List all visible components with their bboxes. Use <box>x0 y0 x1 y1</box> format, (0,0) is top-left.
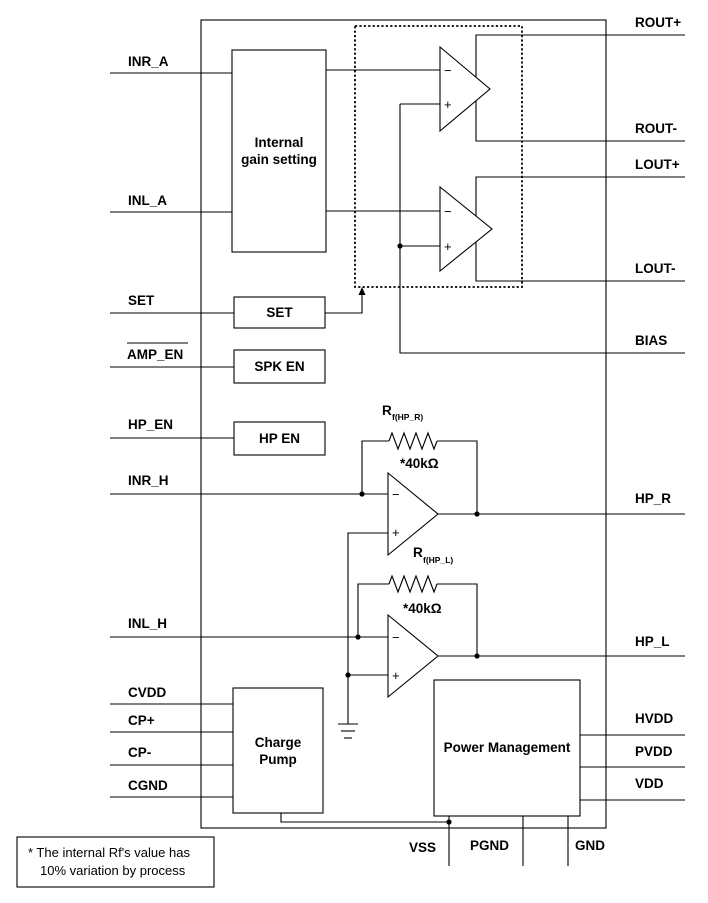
opamp-speaker-l-minus: − <box>444 204 452 219</box>
charge-pump-line2: Pump <box>259 752 297 767</box>
junction-bias <box>397 243 403 249</box>
rf-hp-l-value: *40kΩ <box>403 601 442 616</box>
label-vss: VSS <box>409 840 436 855</box>
hp-en-block <box>233 421 326 456</box>
power-management-label: Power Management <box>444 740 571 755</box>
wire-lout-minus <box>475 242 685 282</box>
opamp-hp-r <box>387 471 439 557</box>
label-inr-h: INR_H <box>128 473 169 488</box>
wire-rf-l-right <box>437 583 478 656</box>
opamp-hp-l-minus: − <box>392 630 400 645</box>
wire-rf-r-left <box>361 440 389 494</box>
opamp-speaker-l-plus: + <box>444 239 452 254</box>
gain-setting-line1: Internal <box>255 135 304 150</box>
charge-pump-line1: Charge <box>255 735 302 750</box>
opamp-speaker-r-plus: + <box>444 97 452 112</box>
hp-en-block-label: HP EN <box>259 431 300 446</box>
rf-hp-r-label: R <box>382 403 392 418</box>
charge-pump-block <box>232 687 324 814</box>
opamp-speaker-r-minus: − <box>444 63 452 78</box>
wire-lout-plus <box>475 176 685 216</box>
rf-hp-r-subscript: f(HP_R) <box>392 412 423 422</box>
label-hp-r: HP_R <box>635 491 671 506</box>
label-inl-a: INL_A <box>128 193 167 208</box>
junction-vss <box>446 819 452 825</box>
label-lout-plus: LOUT+ <box>635 157 680 172</box>
label-pvdd: PVDD <box>635 744 673 759</box>
rf-hp-l-label: R <box>413 545 423 560</box>
speaker-amp-region <box>354 25 523 288</box>
power-management-block <box>433 679 581 817</box>
wire-rf-l-left <box>357 583 389 637</box>
opamp-speaker-l <box>439 185 493 273</box>
opamp-hp-l-plus: + <box>392 668 400 683</box>
ground-icon <box>338 723 358 739</box>
wire-bias <box>399 104 685 354</box>
label-set: SET <box>128 293 155 308</box>
wire-set-to-amp <box>325 292 363 314</box>
label-pgnd: PGND <box>470 838 509 853</box>
spk-en-block <box>233 349 326 384</box>
wire-rout-plus <box>475 34 685 77</box>
label-cp-minus: CP- <box>128 745 151 760</box>
set-block <box>233 296 326 329</box>
wire-rf-r-right <box>437 440 478 514</box>
opamp-speaker-r <box>439 45 491 133</box>
opamp-hp-l <box>387 613 439 699</box>
footnote-line2: 10% variation by process <box>40 863 186 878</box>
junction-hp-l-in <box>355 634 361 640</box>
spk-en-block-label: SPK EN <box>254 359 304 374</box>
opamp-hp-r-minus: − <box>392 487 400 502</box>
wire-charge-pump-vss <box>280 813 449 823</box>
label-cp-plus: CP+ <box>128 713 155 728</box>
label-bias: BIAS <box>635 333 667 348</box>
wire-hp-r-plus-ref <box>347 532 388 724</box>
arrow-set <box>358 287 366 295</box>
wire-rout-minus <box>475 101 685 142</box>
junction-hp-r-in <box>359 491 365 497</box>
rf-hp-r-value: *40kΩ <box>400 456 439 471</box>
label-amp-en: AMP_EN <box>127 347 183 362</box>
footnote-box <box>16 836 215 888</box>
set-block-label: SET <box>266 305 293 320</box>
footnote-line1: * The internal Rf's value has <box>28 845 190 860</box>
junction-hp-l-out <box>474 653 480 659</box>
junction-hp-r-out <box>474 511 480 517</box>
label-rout-plus: ROUT+ <box>635 15 681 30</box>
label-hp-en: HP_EN <box>128 417 173 432</box>
rf-hp-l-subscript: f(HP_L) <box>423 555 453 565</box>
label-inl-h: INL_H <box>128 616 167 631</box>
label-hvdd: HVDD <box>635 711 674 726</box>
label-hp-l: HP_L <box>635 634 670 649</box>
label-cvdd: CVDD <box>128 685 167 700</box>
resistor-rf-hp-l <box>388 574 438 594</box>
resistor-rf-hp-r <box>388 431 438 451</box>
opamp-hp-r-plus: + <box>392 525 400 540</box>
gain-setting-block <box>231 49 327 253</box>
junction-hp-ground <box>345 672 351 678</box>
label-cgnd: CGND <box>128 778 168 793</box>
label-gnd: GND <box>575 838 605 853</box>
gain-setting-line2: gain setting <box>241 152 317 167</box>
label-lout-minus: LOUT- <box>635 261 676 276</box>
label-rout-minus: ROUT- <box>635 121 677 136</box>
label-inr-a: INR_A <box>128 54 169 69</box>
chip-outline <box>200 19 607 829</box>
label-vdd: VDD <box>635 776 664 791</box>
